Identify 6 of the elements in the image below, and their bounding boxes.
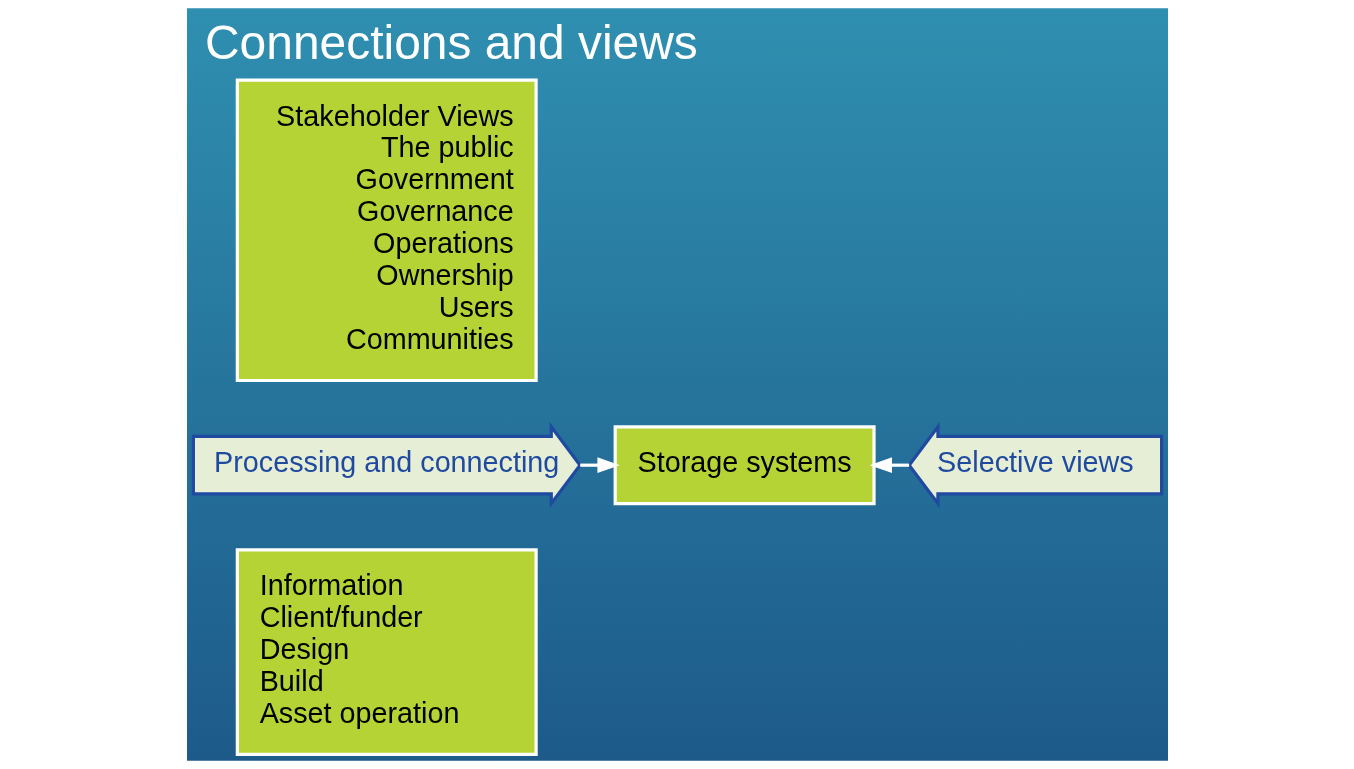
arrow xyxy=(869,457,909,474)
node-box: Information Client/funder Design Build Asset operation xyxy=(235,548,538,756)
node-box: Storage systems xyxy=(613,425,876,506)
node-box: Stakeholder Views The public Government Governance Operations Ownership Users Communities xyxy=(235,78,538,383)
diagram-title: Connections and views xyxy=(204,16,698,70)
arrow xyxy=(579,457,620,474)
